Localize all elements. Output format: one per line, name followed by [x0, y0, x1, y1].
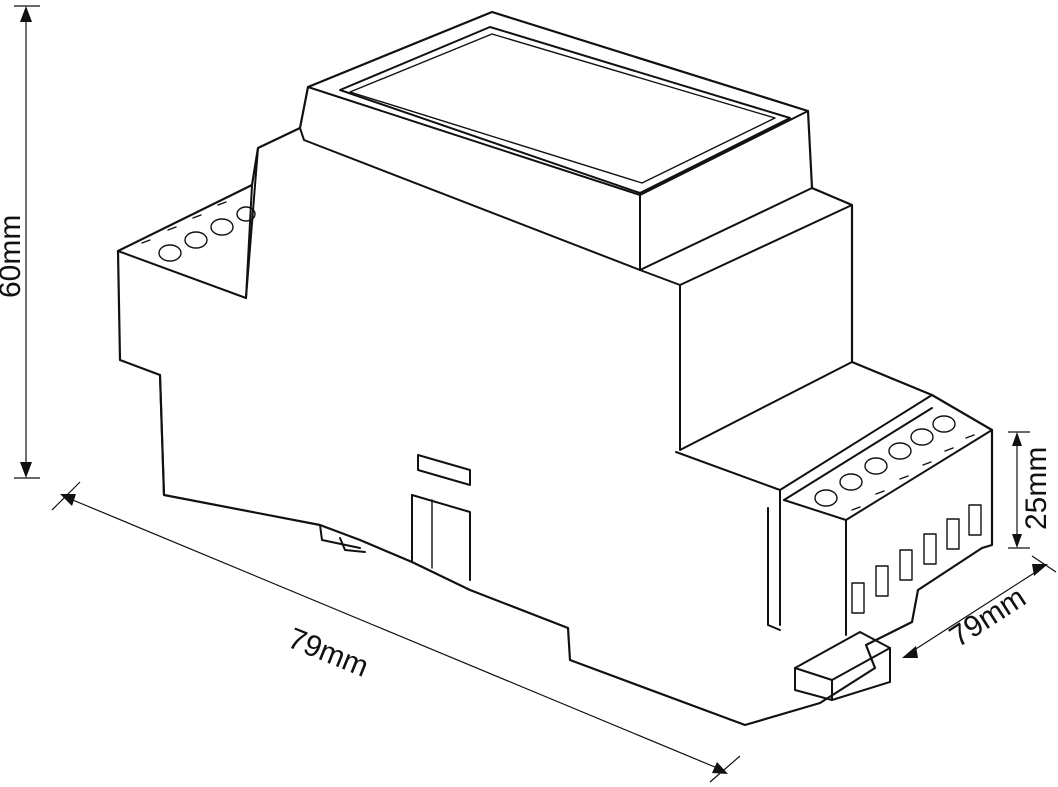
- screw-hole: [910, 428, 934, 446]
- wire-slot: [968, 504, 982, 536]
- screw-hole: [839, 473, 863, 491]
- wire-slot: [875, 565, 889, 597]
- top-cover: [307, 26, 853, 451]
- right-terminal-block: [783, 407, 993, 636]
- screw-hole: [210, 218, 234, 236]
- dimension-terminal-height: [1008, 431, 1030, 549]
- screw-hole: [864, 457, 888, 475]
- screw-hole: [888, 442, 912, 460]
- depth-dimension-label: 79mm: [944, 581, 1032, 654]
- release-slot: [417, 454, 471, 486]
- left-terminal-block: [141, 201, 256, 262]
- wire-slot: [923, 533, 937, 565]
- wire-slot: [851, 582, 865, 614]
- screw-hole: [158, 244, 182, 262]
- wire-slot: [899, 549, 913, 581]
- screw-hole: [184, 231, 208, 249]
- screw-hole: [236, 206, 256, 222]
- housing-body: [116, 10, 994, 727]
- terminal-height-dimension-label: 25mm: [1020, 447, 1053, 530]
- screw-hole: [932, 415, 956, 433]
- length-dimension-label: 79mm: [283, 622, 373, 684]
- dimension-depth: [902, 555, 1057, 658]
- dimension-height: [14, 5, 40, 479]
- dimension-length: [51, 481, 741, 783]
- wire-slot: [946, 518, 960, 550]
- housing-edges: [117, 127, 933, 631]
- height-dimension-label: 60mm: [0, 215, 27, 298]
- screw-hole: [814, 489, 838, 507]
- din-rail-clip: [319, 454, 891, 701]
